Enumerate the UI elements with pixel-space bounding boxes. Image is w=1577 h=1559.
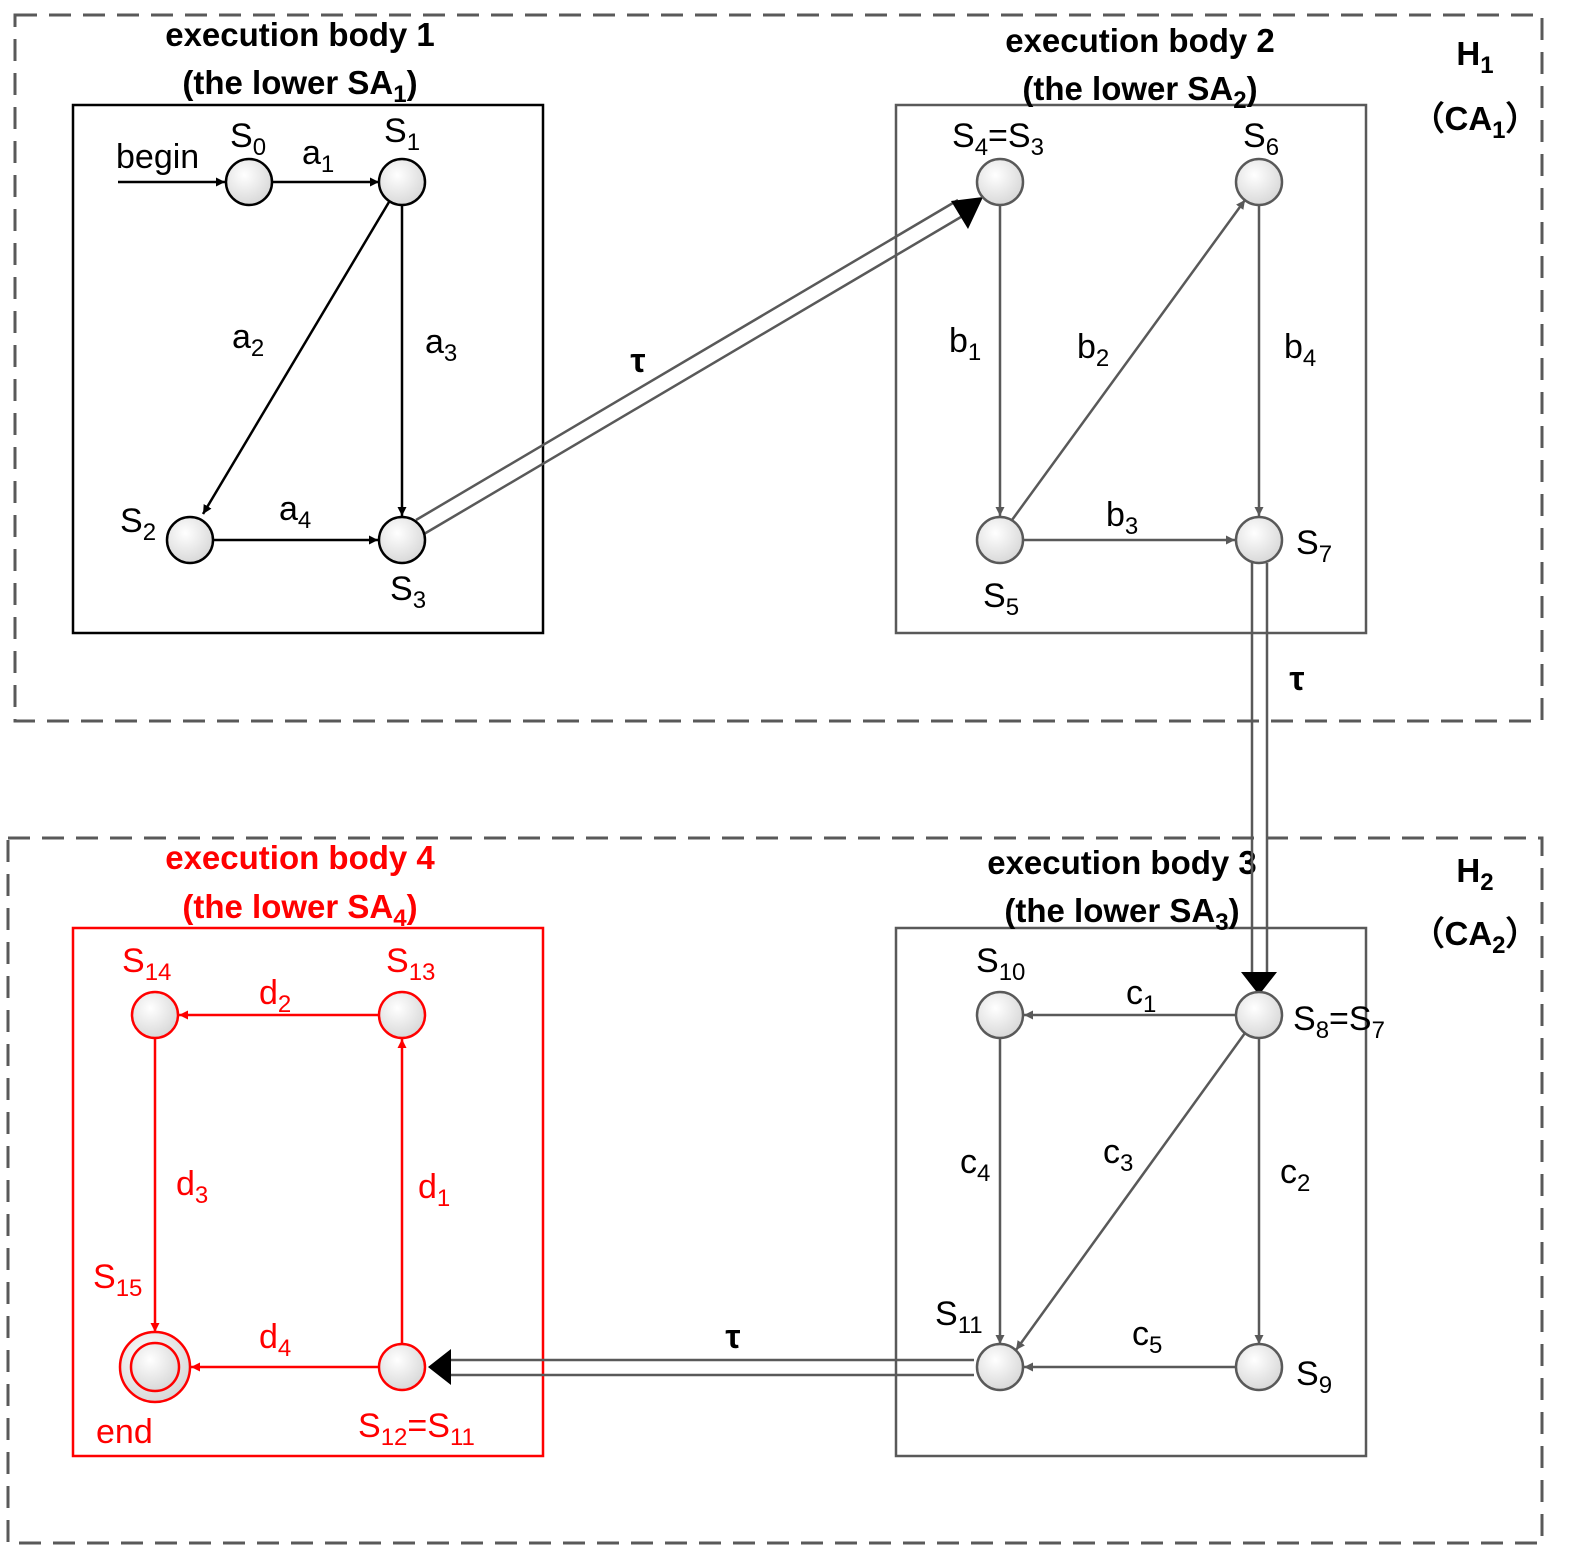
state-s7-label: S7 — [1296, 524, 1332, 568]
edge-d2-label: d2 — [259, 974, 291, 1018]
state-s13-node — [377, 990, 427, 1040]
group-h2-frame — [6, 836, 1544, 1545]
state-s9-label: S9 — [1296, 1355, 1332, 1399]
body-3-title: execution body 3 — [987, 844, 1257, 881]
body-4-box — [71, 926, 545, 1458]
body-2-box — [894, 103, 1368, 635]
state-s10-label: S10 — [976, 942, 1025, 986]
body-2-subtitle: (the lower SA2) — [1022, 70, 1257, 114]
edge-d4-label: d4 — [259, 1318, 291, 1362]
edge-d3-label: d3 — [176, 1165, 208, 1209]
state-s1-node — [377, 157, 427, 207]
tau-label-3: τ — [725, 1318, 740, 1356]
state-end-node-inner — [129, 1341, 181, 1393]
body-4-title: execution body 4 — [165, 839, 435, 876]
edge-c5-label: c5 — [1132, 1315, 1162, 1359]
body-2-title: execution body 2 — [1005, 22, 1275, 59]
state-s5-label: S5 — [983, 577, 1019, 621]
state-s1-label: S1 — [384, 112, 420, 156]
state-s14-label: S14 — [122, 942, 171, 986]
state-s2-label: S2 — [120, 502, 156, 546]
state-s2-node — [165, 515, 215, 565]
state-s12-label: S12=S11 — [358, 1407, 475, 1451]
body-3-subtitle: (the lower SA3) — [1004, 892, 1239, 936]
group-h2-ca: （CA2） — [1411, 915, 1538, 959]
edge-b4-label: b4 — [1284, 328, 1316, 372]
state-s0-label: S0 — [230, 117, 266, 161]
end-label: end — [96, 1413, 153, 1451]
state-s15-label: S15 — [93, 1258, 142, 1302]
state-s4-node — [975, 157, 1025, 207]
edge-a3-label: a3 — [425, 323, 457, 367]
body-3-box — [894, 926, 1368, 1458]
state-s5-node — [975, 515, 1025, 565]
state-s7-node — [1234, 515, 1284, 565]
edge-c2-label: c2 — [1280, 1153, 1310, 1197]
group-h1-label: H1 — [1456, 35, 1493, 79]
state-s10-node — [975, 990, 1025, 1040]
edge-b2 — [1010, 199, 1247, 521]
state-s8-node — [1234, 990, 1284, 1040]
body-1-subtitle: (the lower SA1) — [182, 64, 417, 108]
state-s0-node — [224, 157, 274, 207]
state-s14-node — [130, 990, 180, 1040]
state-s11-label: S11 — [935, 1295, 983, 1339]
edge-c3 — [1014, 1032, 1247, 1351]
tau-connector-1 — [415, 198, 967, 536]
group-h1-ca: （CA1） — [1411, 100, 1538, 144]
edge-a2-label: a2 — [232, 318, 264, 362]
edge-b1-label: b1 — [949, 322, 981, 366]
body-1-title: execution body 1 — [165, 16, 435, 53]
group-h1-frame — [13, 13, 1544, 723]
tau-arrowhead-2 — [1241, 972, 1277, 995]
state-s12-node — [377, 1342, 427, 1392]
state-s11-node — [975, 1342, 1025, 1392]
edge-b2-label: b2 — [1077, 328, 1109, 372]
state-s4-label: S4=S3 — [952, 117, 1044, 161]
state-s13-label: S13 — [386, 942, 435, 986]
edge-a1-label: a1 — [302, 134, 334, 178]
state-s8-label: S8=S7 — [1293, 1000, 1385, 1044]
tau-arrowhead-3 — [428, 1349, 451, 1385]
tau-label-1: τ — [630, 342, 645, 380]
body-4-subtitle: (the lower SA4) — [182, 888, 417, 932]
edge-d1-label: d1 — [418, 1168, 450, 1212]
body-1-box — [71, 103, 545, 635]
tau-label-2: τ — [1289, 660, 1304, 698]
state-s6-label: S6 — [1243, 117, 1279, 161]
edge-b3-label: b3 — [1106, 496, 1138, 540]
group-h2-label: H2 — [1456, 852, 1493, 896]
state-s3-node — [377, 515, 427, 565]
edge-c1-label: c1 — [1126, 974, 1156, 1018]
tau-arrowhead-1 — [951, 197, 983, 229]
state-s6-node — [1234, 157, 1284, 207]
edge-a4-label: a4 — [279, 490, 311, 534]
tau-connector-2 — [1250, 563, 1269, 975]
edge-c4-label: c4 — [960, 1143, 990, 1187]
begin-label: begin — [116, 138, 199, 176]
edge-a2 — [201, 201, 391, 515]
state-s9-node — [1234, 1342, 1284, 1392]
edge-c3-label: c3 — [1103, 1133, 1133, 1177]
state-s3-label: S3 — [390, 570, 426, 614]
tau-connector-3 — [450, 1358, 974, 1377]
